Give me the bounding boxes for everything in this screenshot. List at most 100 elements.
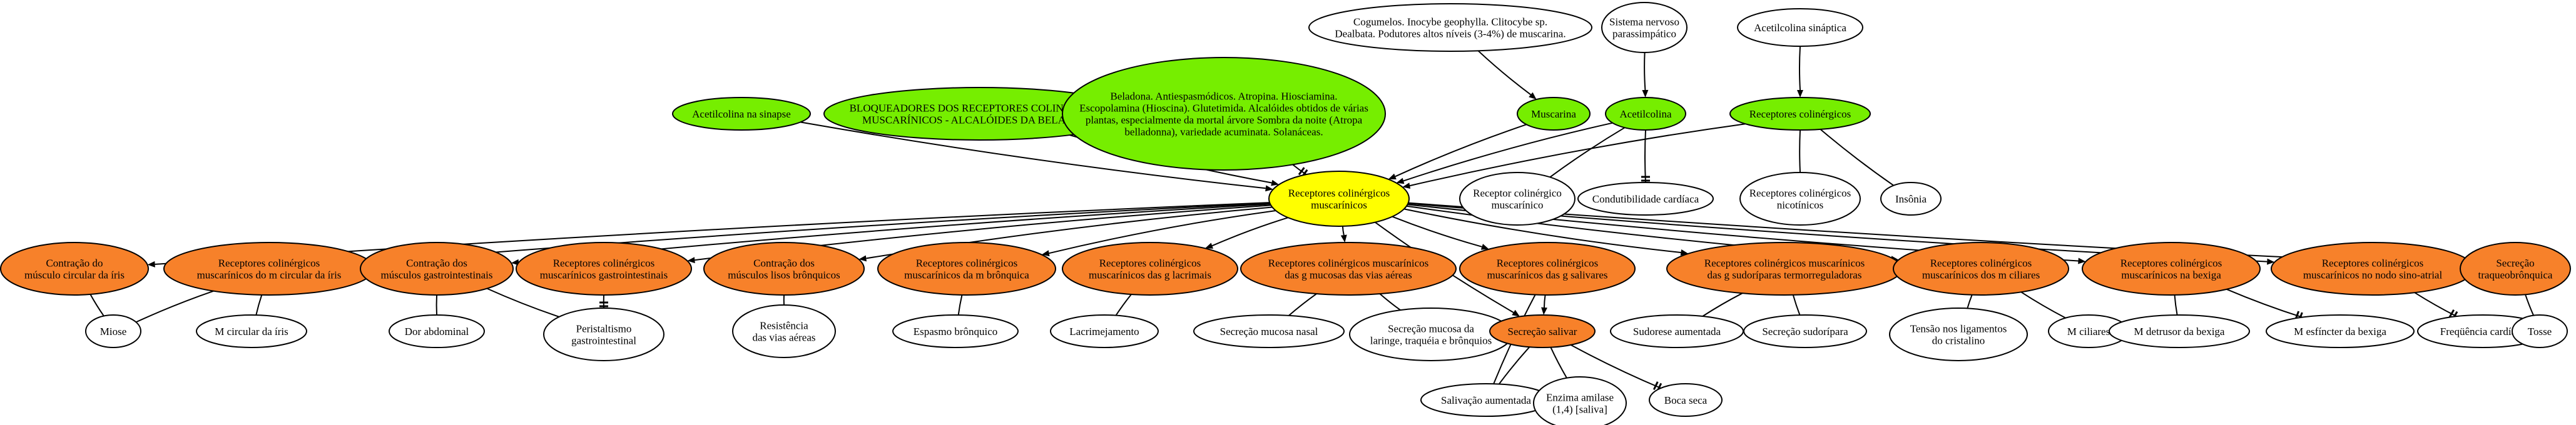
node-acetsinaptica: Acetilcolina sináptica [1737,8,1863,47]
node-label: M detrusor da bexiga [2134,326,2225,338]
edge-o12-to-mesf [2226,288,2303,321]
arrowhead-icon [1271,179,1279,186]
node-insonia: Insônia [1880,182,1942,216]
edge-o7-to-lacrim [1115,294,1132,316]
edge-line [486,288,559,318]
edge-o2-to-miose [135,290,214,323]
node-label: Secreção mucosa nasal [1220,326,1318,338]
node-label: músculo circular da íris [24,269,125,281]
node-label: MUSCARÍNICOS - ALCALÓIDES DA BELADONA [862,114,1097,126]
edge-line [2226,288,2303,318]
edge-o12-to-mdet [2174,294,2178,316]
node-ellipse [1268,171,1410,227]
node-label: M ciliares [2067,326,2110,338]
edge-line [378,202,1270,262]
node-label: Secreção [2496,258,2534,269]
node-ellipse [1601,2,1688,53]
edge-sistema-to-acetilcolina [1642,52,1649,98]
arrowhead-icon [1480,244,1489,250]
node-label: muscarínicos dos m ciliares [1922,269,2040,281]
node-label: laringe, traquéia e brônquios [1370,335,1492,347]
node-label: do cristalino [1932,335,1985,347]
edge-o8-to-secnasal [1288,293,1317,316]
node-recepcol: Receptores colinérgicos [1729,97,1871,131]
node-mdet: M detrusor da bexiga [2109,314,2250,348]
edge-line [1341,226,1345,236]
edge-o10-to-sudaum [1702,292,1743,317]
node-label: muscarínicos do m circular da íris [197,269,342,281]
edge-line [1288,293,1317,316]
edge-main-to-o9 [1392,216,1489,250]
node-o10: Receptores colinérgicos muscarínicosdas … [1666,242,1903,296]
tee-head-icon [1652,381,1659,391]
arrowhead-icon [1529,92,1537,100]
node-secsal: Secreção salivar [1489,314,1596,348]
node-label: Contração dos [406,258,467,269]
node-ellipse [2109,314,2250,348]
edge-o3-to-perist [486,288,559,318]
node-ellipse [1062,57,1386,171]
node-label: Receptores colinérgicos [1930,258,2032,269]
node-label: Receptores colinérgicos [1099,258,1201,269]
edge-o11-to-mcil [2020,291,2066,319]
node-ellipse [1193,314,1345,348]
node-label: Acetilcolina na sinapse [692,108,791,120]
node-label: Receptores colinérgicos [1749,188,1851,199]
node-label: (1,4) [saliva] [1552,404,1607,416]
node-mcirc: M circular da íris [196,314,307,348]
arrowhead-icon [1402,182,1411,189]
edge-main-to-o8 [1340,226,1347,242]
node-ellipse [703,242,865,296]
arrowhead-icon [1388,173,1397,179]
node-ellipse [543,308,664,361]
arrowhead-icon [1265,185,1273,192]
edge-line [1571,344,1661,389]
node-label: Muscarina [1531,108,1576,120]
edge-line [1403,122,1613,182]
edge-line [1392,216,1482,248]
node-label: muscarínico [1491,199,1543,211]
node-ellipse [389,314,485,348]
node-label: M esfíncter da bexiga [2294,326,2386,338]
node-lacrim: Lacrimejamento [1050,314,1159,348]
edge-line [1544,294,1546,308]
node-label: Sudorese aumentada [1633,326,1721,338]
arrowhead-icon [2078,258,2086,264]
node-label: Freqüência cardíaca [2440,326,2526,338]
arrowhead-icon [1396,178,1405,184]
node-ellipse [1489,314,1596,348]
node-label: Receptores colinérgicos [916,258,1018,269]
node-label: Peristaltismo [576,323,632,335]
node-muscarina: Muscarina [1517,97,1591,131]
node-secnasal: Secreção mucosa nasal [1193,314,1345,348]
node-label: muscarínicos [1311,199,1367,211]
node-ellipse [516,242,692,296]
node-mesf: M esfíncter da bexiga [2266,314,2415,348]
node-ellipse [1605,97,1686,131]
node-ellipse [2460,242,2571,296]
edge-secsal-to-enzima [1550,347,1567,379]
edge-line [89,294,104,317]
edge-line [1792,294,1801,316]
edge-o2-to-mcirc [255,294,263,316]
edge-cogumelos-to-muscarina [1477,50,1537,100]
node-label: Contração dos [753,258,815,269]
node-ellipse [1893,242,2069,296]
node-label: Tosse [2528,326,2552,338]
node-ellipse [1739,172,1861,226]
node-acetilcolina: Acetilcolina [1605,97,1686,131]
node-label: muscarínicos gastrointestinais [540,269,668,281]
node-mcil: M ciliares [2048,314,2129,348]
node-label: Receptores colinérgicos [2120,258,2222,269]
node-ellipse [892,314,1019,348]
node-label: gastrointestinal [571,335,636,347]
